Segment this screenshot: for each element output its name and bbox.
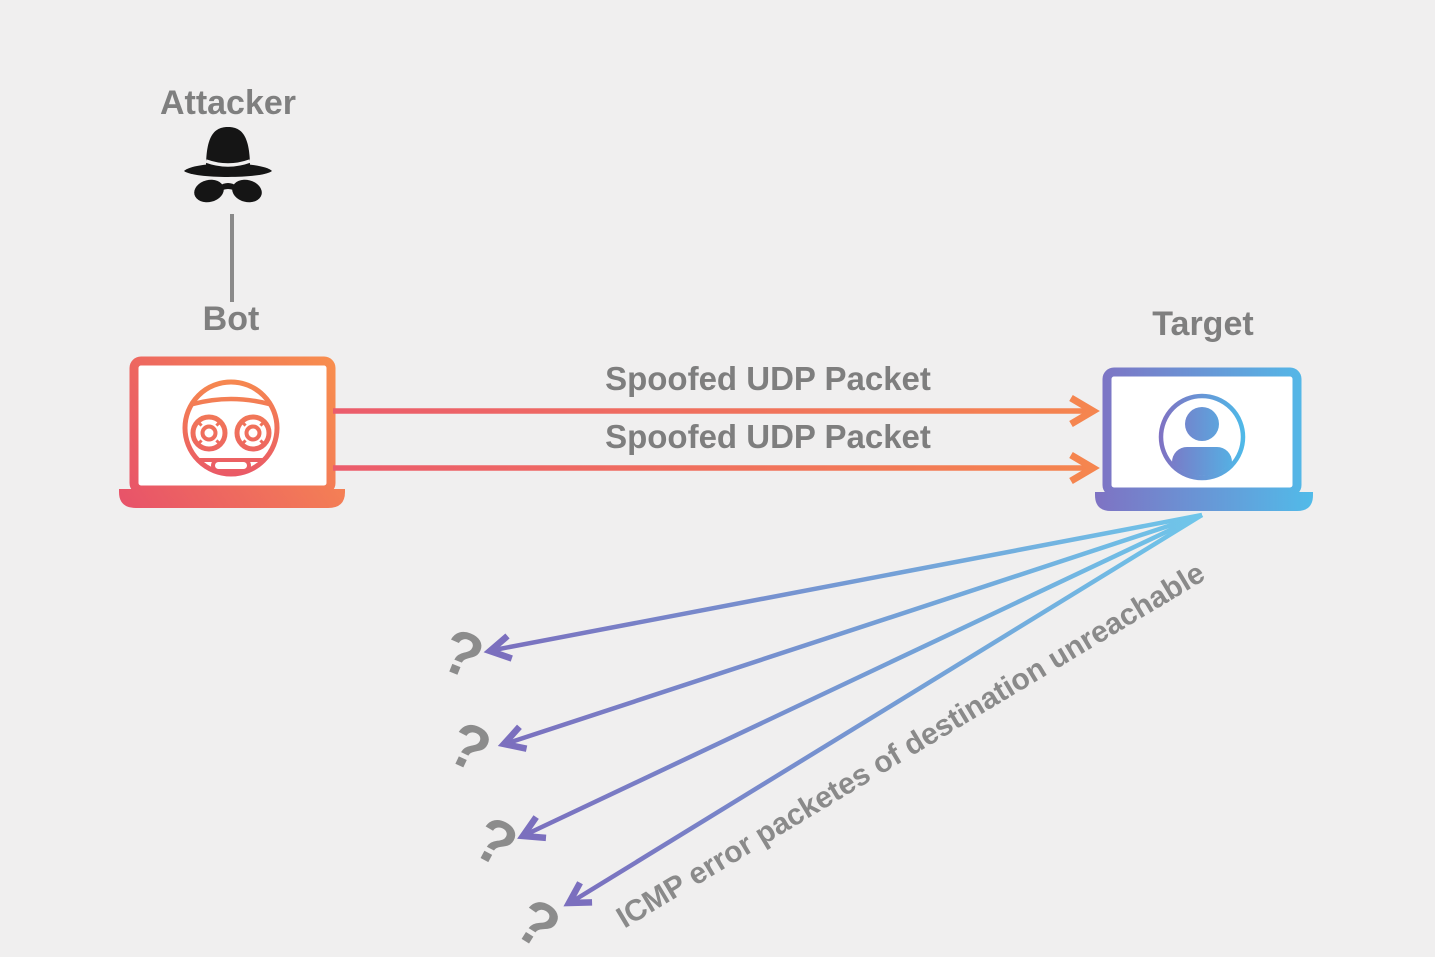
udp-packet-label-1: Spoofed UDP Packet (605, 360, 931, 397)
user-avatar-icon (1158, 393, 1246, 481)
spy-incognito-icon (184, 127, 272, 203)
target-laptop-base (1095, 492, 1313, 511)
attacker-bot-connector (230, 214, 234, 302)
spy-hat-crown (206, 127, 250, 168)
attacker-label: Attacker (159, 84, 297, 122)
spy-mask-left-lens (194, 179, 224, 203)
icmp-arrow-4 (563, 513, 1204, 907)
target-label: Target (1152, 305, 1254, 343)
spy-mask-right-lens (232, 179, 262, 203)
spy-hat-brim (184, 163, 272, 177)
bot-laptop-icon (119, 356, 345, 508)
spy-hat-band (205, 159, 251, 167)
spy-mask-bridge (219, 183, 237, 192)
udp-arrow-2 (333, 451, 1100, 485)
bot-label: Bot (202, 300, 260, 338)
bot-laptop-base (119, 489, 345, 508)
udp-arrow-1 (333, 394, 1100, 428)
target-laptop-icon (1095, 367, 1313, 511)
icmp-arrow-3 (517, 512, 1203, 842)
udp-packet-label-2: Spoofed UDP Packet (605, 418, 931, 455)
robot-face-icon (182, 379, 280, 477)
icmp-arrow-2 (497, 512, 1203, 752)
icmp-arrow-1 (483, 512, 1203, 662)
